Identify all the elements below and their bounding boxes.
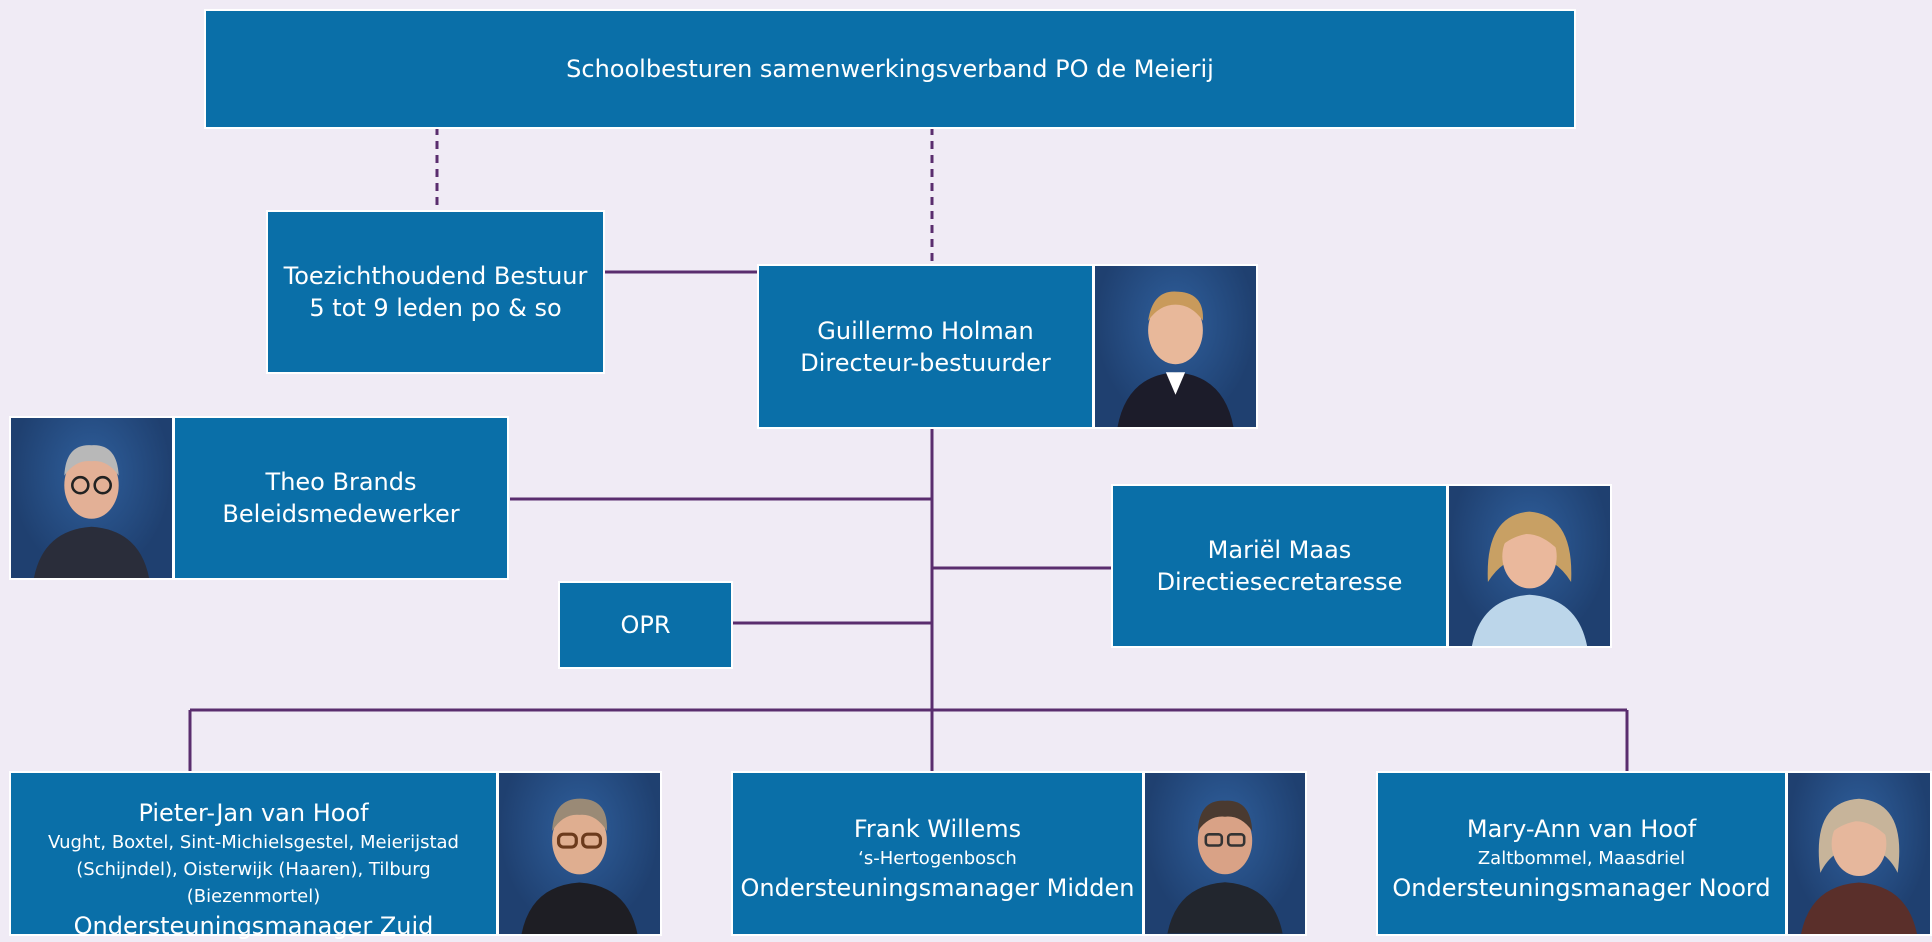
manager-noord-region: Zaltbommel, Maasdriel: [1477, 848, 1686, 869]
secretary-photo: [1447, 484, 1612, 648]
top-box: Schoolbesturen samenwerkingsverband PO d…: [204, 9, 1576, 129]
top-title: Schoolbesturen samenwerkingsverband PO d…: [566, 55, 1214, 83]
manager-zuid-region-line2: (Schijndel), Oisterwijk (Haaren), Tilbur…: [76, 859, 431, 907]
director-role: Directeur-bestuurder: [800, 348, 1051, 377]
manager-zuid-box: Pieter-Jan van Hoof Vught, Boxtel, Sint-…: [9, 771, 498, 940]
opr-box: OPR: [558, 581, 733, 669]
director-photo: [1093, 264, 1258, 429]
board-line2: 5 tot 9 leden po & so: [309, 294, 562, 322]
manager-midden-box: Frank Willems ‘s-Hertogenbosch Ondersteu…: [731, 771, 1144, 936]
opr-label: OPR: [620, 611, 671, 639]
manager-zuid-photo: [497, 771, 662, 936]
policy-name: Theo Brands: [265, 468, 417, 496]
board-line1: Toezichthoudend Bestuur: [283, 262, 588, 290]
manager-zuid-name: Pieter-Jan van Hoof: [138, 799, 369, 827]
manager-zuid-region-line1: Vught, Boxtel, Sint-Michielsgestel, Meie…: [48, 832, 459, 853]
manager-noord-box: Mary-Ann van Hoof Zaltbommel, Maasdriel …: [1376, 771, 1787, 936]
director-name: Guillermo Holman: [817, 316, 1034, 345]
director-box: Guillermo Holman Directeur-bestuurder: [757, 264, 1094, 429]
policy-box: Theo Brands Beleidsmedewerker: [173, 416, 509, 580]
manager-noord-photo: [1786, 771, 1932, 936]
manager-midden-name: Frank Willems: [853, 815, 1022, 843]
manager-midden-photo: [1143, 771, 1307, 936]
secretary-box: Mariël Maas Directiesecretaresse: [1111, 484, 1448, 648]
secretary-name: Mariël Maas: [1207, 536, 1352, 564]
manager-zuid-role: Ondersteuningsmanager Zuid: [73, 912, 434, 940]
manager-noord-role: Ondersteuningsmanager Noord: [1392, 874, 1771, 902]
board-box: Toezichthoudend Bestuur 5 tot 9 leden po…: [266, 210, 605, 374]
manager-midden-region: ‘s-Hertogenbosch: [858, 848, 1017, 869]
manager-midden-role: Ondersteuningsmanager Midden: [740, 874, 1135, 902]
secretary-role: Directiesecretaresse: [1156, 568, 1403, 596]
policy-role: Beleidsmedewerker: [222, 500, 460, 528]
policy-photo: [9, 416, 174, 580]
manager-noord-name: Mary-Ann van Hoof: [1466, 815, 1697, 843]
